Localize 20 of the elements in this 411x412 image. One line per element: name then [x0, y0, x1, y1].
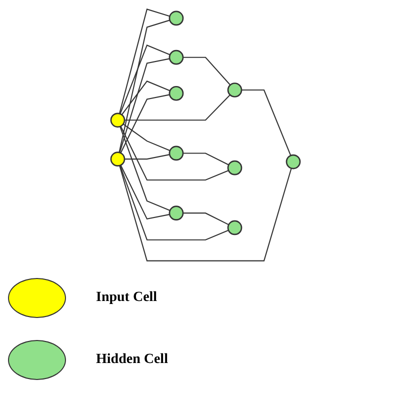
connector: [118, 20, 170, 153]
connector: [124, 94, 230, 121]
connector: [122, 124, 170, 152]
connector: [120, 165, 229, 240]
connector: [183, 212, 229, 226]
connector: [118, 8, 170, 114]
connector: [119, 58, 170, 153]
connector: [120, 126, 229, 181]
connector: [183, 56, 231, 86]
connector: [119, 165, 292, 262]
connector: [120, 164, 170, 220]
connector: [124, 154, 170, 160]
connector: [120, 44, 170, 114]
connector: [121, 80, 170, 116]
connector: [120, 126, 170, 211]
connector: [120, 94, 170, 154]
connector: [242, 89, 292, 156]
connector: [183, 152, 229, 166]
legend-label: Input Cell: [96, 290, 158, 306]
legend-label: Hidden Cell: [96, 352, 168, 368]
